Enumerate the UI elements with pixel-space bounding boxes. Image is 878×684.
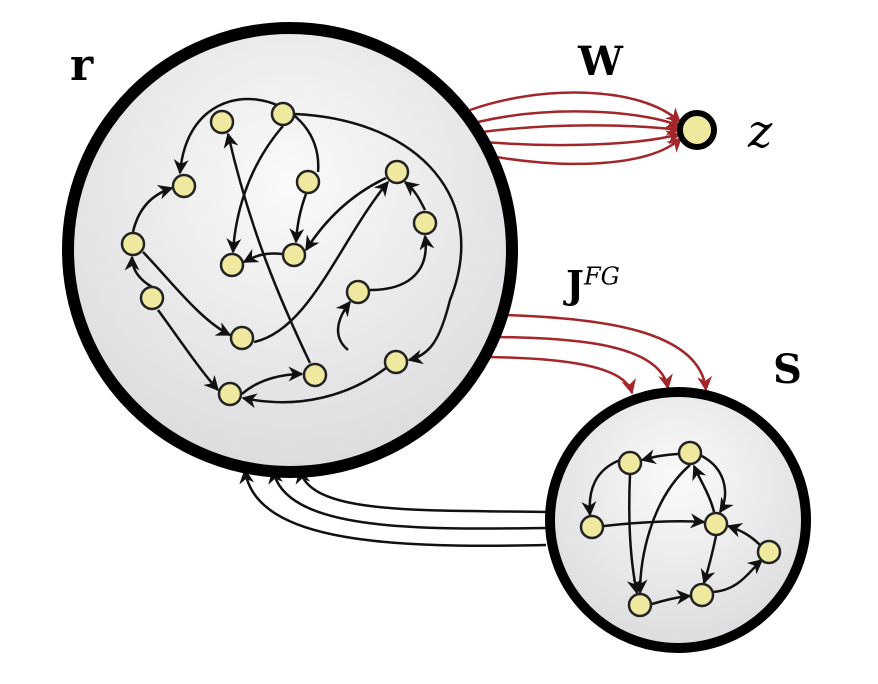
reservoir-label: r [70, 40, 94, 91]
source-label: S [773, 346, 802, 393]
reservoir-edges [124, 97, 463, 409]
source-edges [581, 449, 764, 606]
feedback-label: JFG [566, 262, 620, 307]
feedback-label-sup: FG [583, 262, 620, 291]
feedback-arrows [486, 313, 713, 395]
readout-arrows [469, 91, 683, 166]
readout-weights-label: W [578, 38, 623, 85]
output-label: z [748, 104, 773, 158]
output-node [677, 110, 717, 150]
source-nodes [579, 440, 782, 618]
reservoir-nodes [120, 101, 438, 407]
input-arrows [239, 468, 549, 547]
feedback-label-base: J [566, 262, 584, 307]
